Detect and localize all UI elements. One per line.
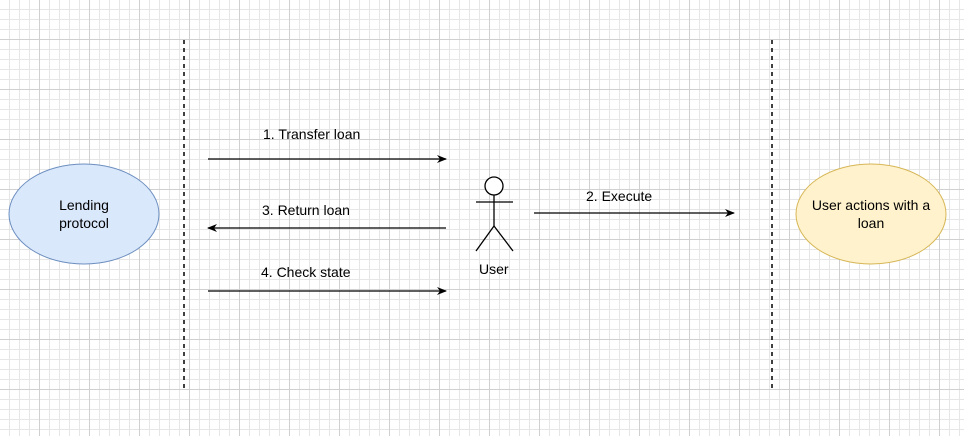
user-label: User bbox=[479, 261, 509, 277]
user-actions-label: User actions with a loan bbox=[796, 164, 946, 264]
user-actions-node[interactable] bbox=[795, 163, 947, 265]
check-state-label: 4. Check state bbox=[261, 264, 351, 280]
user-actions-text: User actions with a loan bbox=[811, 197, 931, 231]
transfer-loan-label: 1. Transfer loan bbox=[263, 126, 361, 142]
lending-protocol-node[interactable] bbox=[8, 163, 160, 265]
lending-protocol-text: Lending protocol bbox=[59, 197, 109, 231]
return-loan-label: 3. Return loan bbox=[262, 202, 350, 218]
lending-protocol-label: Lending protocol bbox=[9, 164, 159, 264]
execute-label: 2. Execute bbox=[586, 188, 653, 204]
user-actor-icon[interactable] bbox=[475, 176, 514, 252]
